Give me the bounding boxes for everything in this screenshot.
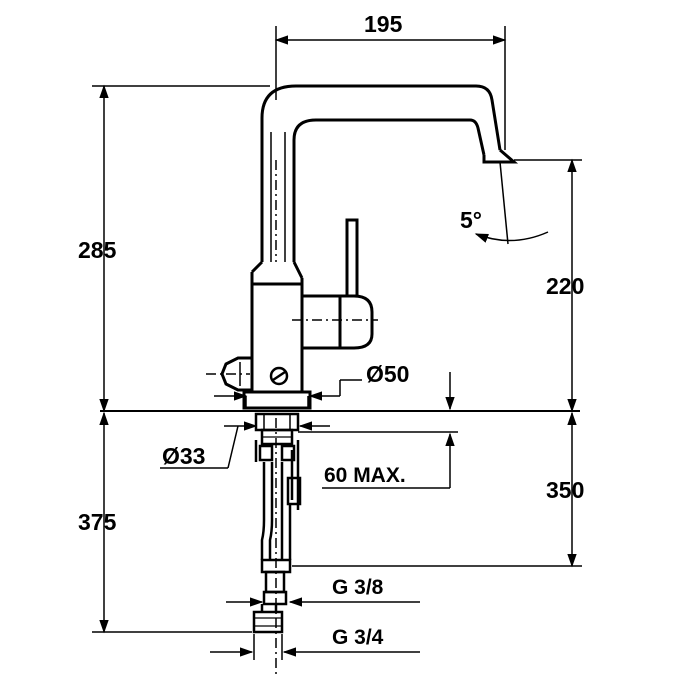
dim-max-deck-thickness: 60 MAX. — [324, 464, 406, 487]
dim-below-deck-length: 350 — [546, 477, 584, 503]
shank-assembly — [252, 412, 302, 634]
dim-spout-height: 220 — [546, 273, 584, 299]
dim-spout-reach: 195 — [364, 11, 403, 37]
spout-tip — [482, 148, 519, 164]
dim-spout-angle: 5° — [460, 207, 482, 233]
faucet-outline — [242, 84, 519, 410]
base-flange — [242, 390, 312, 410]
dim-overall-below-deck: 375 — [78, 509, 117, 535]
spout-inner — [292, 118, 486, 262]
screw-icon — [269, 366, 289, 386]
main-body — [250, 272, 304, 394]
spout-details — [270, 132, 286, 262]
dim-shank-diameter: Ø33 — [162, 443, 205, 469]
dim-total-height: 285 — [78, 237, 117, 263]
lever-handle — [345, 218, 359, 298]
supply-connector-g34 — [252, 610, 284, 634]
dim-supply-connection: G 3/4 — [332, 626, 384, 649]
dim-base-diameter: Ø50 — [366, 361, 409, 387]
lever-housing — [302, 294, 374, 350]
dim-hose-connection: G 3/8 — [332, 576, 384, 599]
spout-outer — [260, 84, 502, 262]
mounting-nut — [254, 412, 300, 432]
neck — [250, 260, 304, 279]
dimension-lines — [92, 26, 582, 660]
